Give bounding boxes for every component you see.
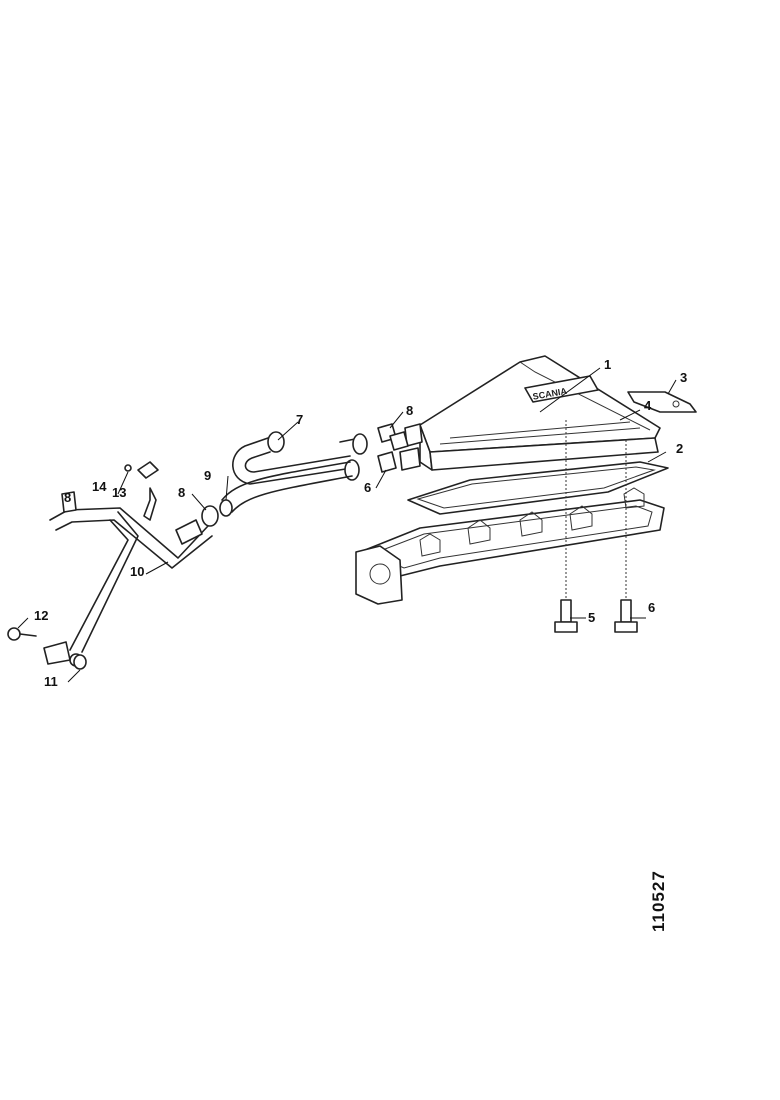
screw-12: [7, 627, 37, 641]
callout-1: 1: [604, 357, 611, 372]
callout-12: 12: [34, 608, 48, 623]
callout-6b: 6: [364, 480, 371, 495]
callout-labels: 1 2 3 4 5 6 7 8 6 9 8 10 11 12 13 14 8: [34, 357, 687, 689]
clip-8: [201, 499, 233, 527]
bracket-13: [124, 461, 159, 521]
callout-5: 5: [588, 610, 595, 625]
leader-lines: [17, 367, 677, 683]
callout-8b: 8: [178, 485, 185, 500]
clip-11: [73, 654, 87, 670]
valve-cover: SCANIA: [399, 355, 661, 471]
hose-7: [232, 431, 368, 485]
callout-2: 2: [676, 441, 683, 456]
bolt-5: [554, 420, 578, 633]
lower-frame: [355, 487, 665, 605]
cover-gasket: [407, 461, 669, 515]
hose-9: [221, 461, 353, 513]
callout-8c: 8: [64, 490, 71, 505]
bracket: [627, 391, 697, 413]
callout-7: 7: [296, 412, 303, 427]
callout-10: 10: [130, 564, 144, 579]
drawing-reference-number: 110527: [649, 870, 668, 932]
callout-8: 8: [406, 403, 413, 418]
callout-9: 9: [204, 468, 211, 483]
callout-6: 6: [648, 600, 655, 615]
pipe-10: [43, 491, 213, 667]
callout-13: 13: [112, 485, 126, 500]
callout-4: 4: [644, 398, 652, 413]
bolt-6: [614, 440, 638, 633]
clamp-set-right: [377, 423, 409, 473]
callout-14: 14: [92, 479, 107, 494]
callout-11: 11: [44, 674, 58, 689]
callout-3: 3: [680, 370, 687, 385]
